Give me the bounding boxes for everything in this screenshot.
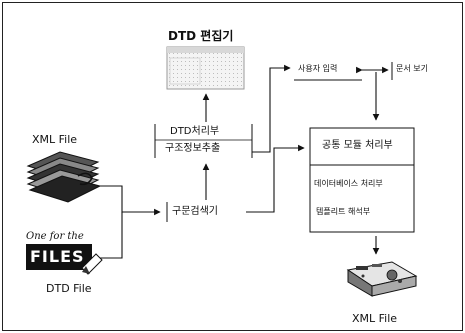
arrow-xml-to-analyzer [100,186,160,212]
dtd-file-input-label: DTD File [46,283,92,294]
xml-file-stack-icon [28,152,100,202]
syntax-analyzer-label: 구문검색기 [172,207,218,217]
xml-file-output-label: XML File [352,313,397,324]
arrow-processor-to-view [252,68,290,152]
structure-extract-label: 구조정보추출 [165,144,220,154]
user-input-label: 사용자 입력 [298,65,337,73]
logo-text-top: One for the [26,232,84,242]
logo-text-main: FILES [30,249,85,265]
dtd-editor-title: DTD 편집기 [168,30,233,42]
line-dtd-to-analyzer [100,212,122,258]
doc-view-label: 문서 보기 [396,65,428,73]
database-processor-label: 데이터베이스 처리부 [314,180,383,188]
xml-output-device-icon [348,262,416,296]
xml-file-input-label: XML File [32,134,77,145]
arrow-analyzer-to-module [246,148,304,212]
template-parser-label: 템플리트 해석부 [316,208,370,216]
dtd-editor-window [167,47,244,89]
common-module-title: 공통 모듈 처리부 [322,141,393,151]
dtd-processor-label: DTD처리부 [170,127,219,137]
